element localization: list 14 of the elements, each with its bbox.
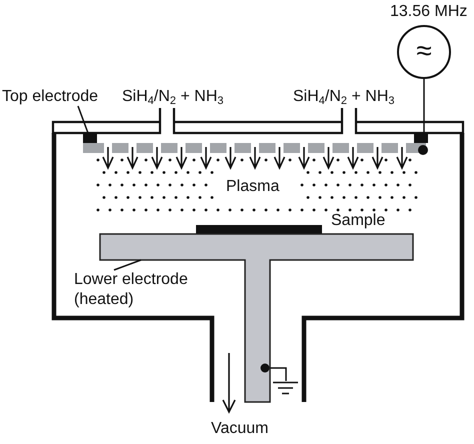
ground-icon [273,381,299,396]
vacuum-label: Vacuum [211,420,269,438]
sample-label: Sample [331,212,386,230]
wire [270,367,287,381]
frequency-label: 13.56 MHz [390,3,468,21]
wire [423,79,425,133]
gas-inlet-label: SiH$_{4}$/N$_{2}$ + NH$_{3}$ [122,88,224,106]
gas-inlet-label: SiH$_{4}$/N$_{2}$ + NH$_{3}$ [293,88,394,106]
part-label: Top electrode [2,88,98,106]
leader-line [77,106,89,134]
leader-line [114,259,142,271]
plasma-label: Plasma [226,178,280,196]
ac-source-symbol: ≈ [397,25,451,79]
part-label: Lower electrode (heated) [74,270,196,310]
